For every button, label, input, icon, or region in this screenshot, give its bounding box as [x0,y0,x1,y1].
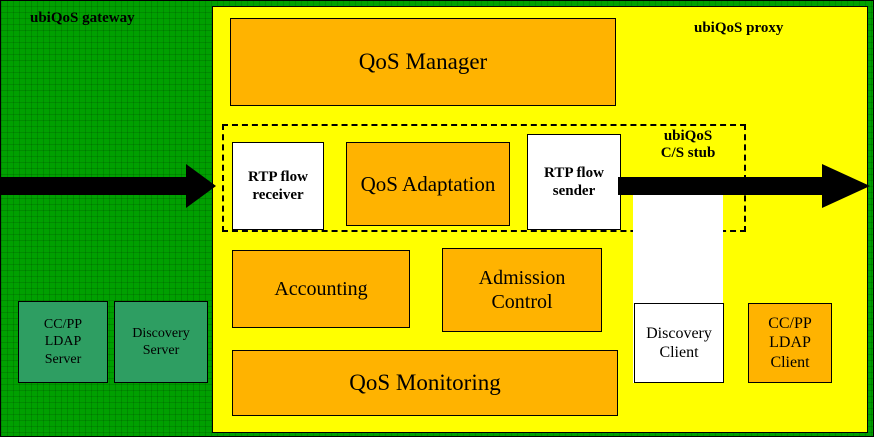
box-ccpp-ldap-server-line2: LDAP [44,334,82,350]
box-rtp-flow-sender[interactable]: RTP flow sender [527,134,621,230]
flow-arrow-in [0,164,216,208]
box-accounting-label: Accounting [274,277,368,300]
box-ccpp-ldap-server-line3: Server [44,351,82,367]
ubiqos-gateway-label: ubiQoS gateway [30,10,135,26]
box-ccpp-ldap-client-line2: LDAP [769,334,811,352]
box-ccpp-ldap-server[interactable]: CC/PP LDAP Server [18,301,108,383]
box-qos-adaptation[interactable]: QoS Adaptation [346,142,510,226]
box-admission-control-line1: Admission [478,267,566,289]
box-admission-control-line2: Control [491,291,553,313]
box-qos-monitoring[interactable]: QoS Monitoring [232,350,618,416]
box-rtp-flow-receiver-line1: RTP flow [248,169,308,185]
ubiqos-cs-stub-label: ubiQoS C/S stub [638,128,738,163]
box-ccpp-ldap-client-line3: Client [770,353,810,371]
box-discovery-client[interactable]: Discovery Client [634,303,724,383]
box-discovery-server[interactable]: Discovery Server [114,301,208,383]
box-accounting[interactable]: Accounting [232,250,410,328]
box-rtp-flow-sender-line2: sender [552,183,596,199]
ubiqos-proxy-label: ubiQoS proxy [694,20,784,36]
box-discovery-server-line1: Discovery [132,325,190,341]
box-discovery-server-line2: Server [142,343,180,358]
stub-label-line2: C/S stub [660,145,716,162]
box-qos-manager-label: QoS Manager [358,49,488,74]
box-ccpp-ldap-server-line1: CC/PP [43,317,83,333]
box-discovery-client-line1: Discovery [646,324,712,342]
stub-label-line1: ubiQoS [663,128,713,144]
box-ccpp-ldap-client-line1: CC/PP [768,315,812,333]
box-rtp-flow-receiver-line2: receiver [252,187,304,203]
box-admission-control[interactable]: Admission Control [442,248,602,332]
box-ccpp-ldap-client[interactable]: CC/PP LDAP Client [748,303,832,383]
box-discovery-client-line2: Client [659,344,699,361]
box-qos-adaptation-label: QoS Adaptation [360,171,496,196]
flow-arrow-out [618,164,870,208]
box-qos-manager[interactable]: QoS Manager [230,18,616,106]
box-rtp-flow-receiver[interactable]: RTP flow receiver [232,142,324,230]
box-qos-monitoring-label: QoS Monitoring [349,370,501,395]
box-rtp-flow-sender-line1: RTP flow [544,165,604,181]
